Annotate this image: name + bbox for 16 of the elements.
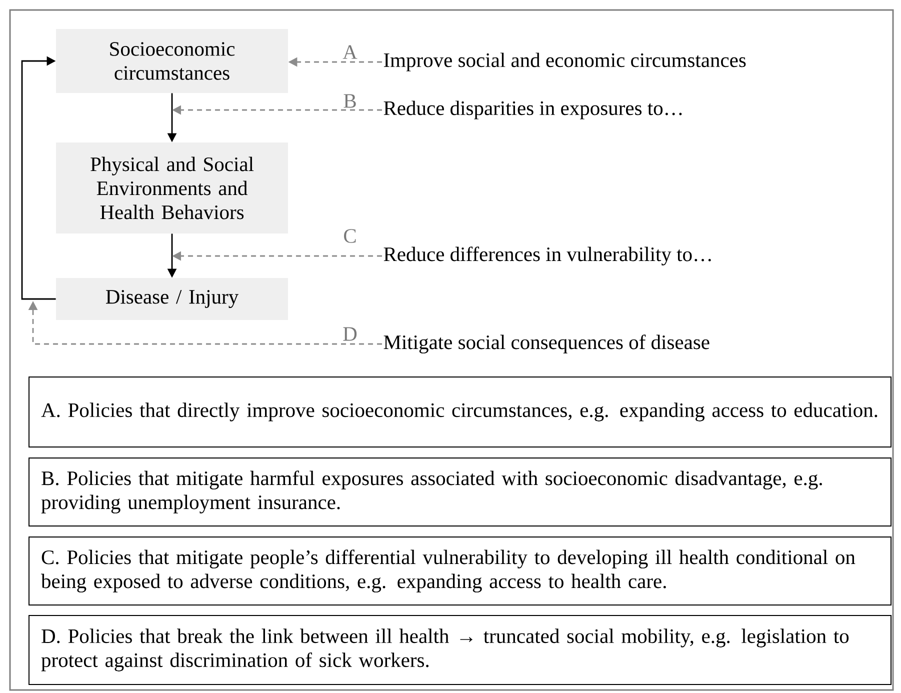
policy-box: B. Policies that mitigate harmful exposures associated with socioeconomic disadvantage, e.g. providing unemployment insurance.	[28, 458, 892, 526]
policy-box: A. Policies that directly improve socioeconomic circumstances, e.g. expanding access to education.	[28, 376, 892, 448]
stage-box: Physical and Social Environments and Health Behaviors	[56, 142, 288, 234]
policy-box: C. Policies that mitigate people’s differential vulnerability to developing ill health conditional on being exposed to adverse conditions, e.g. expanding access to health care.	[28, 536, 892, 606]
edge-label: C	[342, 228, 358, 244]
edge-label: A	[342, 44, 358, 60]
edge-label: D	[342, 326, 358, 342]
stage-box: Disease / Injury	[56, 278, 288, 320]
arrow	[21, 56, 56, 300]
strategy-text: Reduce disparities in exposures to…	[384, 100, 682, 120]
edge-label: B	[342, 93, 358, 109]
strategy-text: Mitigate social consequences of disease	[384, 334, 710, 354]
policy-box: D. Policies that break the link between ill health → truncated social mobility, e.g. legislation to protect against discrimination of sick workers.	[28, 615, 892, 685]
stage-box: Socioeconomic circumstances	[56, 29, 288, 93]
strategy-text: Improve social and economic circumstances	[384, 52, 746, 72]
strategy-text: Reduce differences in vulnerability to…	[384, 246, 711, 266]
